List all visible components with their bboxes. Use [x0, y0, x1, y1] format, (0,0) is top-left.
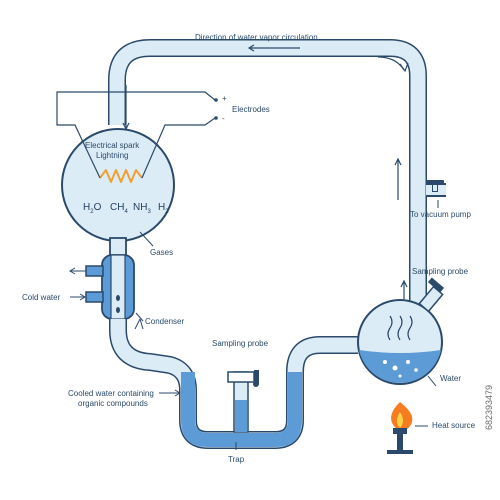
water-label: Water	[440, 374, 461, 383]
cooled-water-label-line1: Cooled water containing	[68, 389, 154, 398]
formula-h2: H2	[158, 202, 169, 215]
sampling-probe-bottom-label: Sampling probe	[212, 339, 269, 348]
condenser	[85, 237, 135, 320]
heat-source-label: Heat source	[432, 421, 476, 430]
vacuum-pump-label: To vacuum pump	[410, 210, 471, 219]
plus-sign: +	[222, 94, 227, 103]
cooled-water-label-line2: organic compounds	[78, 399, 148, 408]
spark-label-line1: Electrical spark	[85, 141, 140, 150]
boiling-flask	[357, 277, 445, 385]
spark-icon	[99, 169, 143, 183]
electrodes-label: Electrodes	[232, 105, 270, 114]
formula-nh3: NH3	[133, 202, 151, 215]
formula-ch4: CH4	[110, 202, 128, 215]
minus-sign: -	[222, 114, 225, 123]
formula-h2o: H2O	[83, 202, 102, 215]
circulation-arrows	[122, 44, 409, 200]
condenser-label: Condenser	[145, 317, 184, 326]
vacuum-port	[426, 180, 446, 197]
burner-icon	[387, 402, 413, 454]
trap-label: Trap	[228, 455, 245, 464]
pointer-lines	[69, 200, 439, 450]
cold-water-label: Cold water	[22, 293, 61, 302]
circulation-label: Direction of water vapor circulation	[195, 33, 318, 42]
watermark-id: 682393479	[484, 385, 494, 430]
sampling-probe-top-label: Sampling probe	[412, 267, 469, 276]
lower-pipe	[109, 319, 358, 449]
gases-label: Gases	[150, 248, 173, 257]
spark-chamber	[56, 91, 218, 242]
spark-label-line2: Lightning	[96, 151, 128, 160]
